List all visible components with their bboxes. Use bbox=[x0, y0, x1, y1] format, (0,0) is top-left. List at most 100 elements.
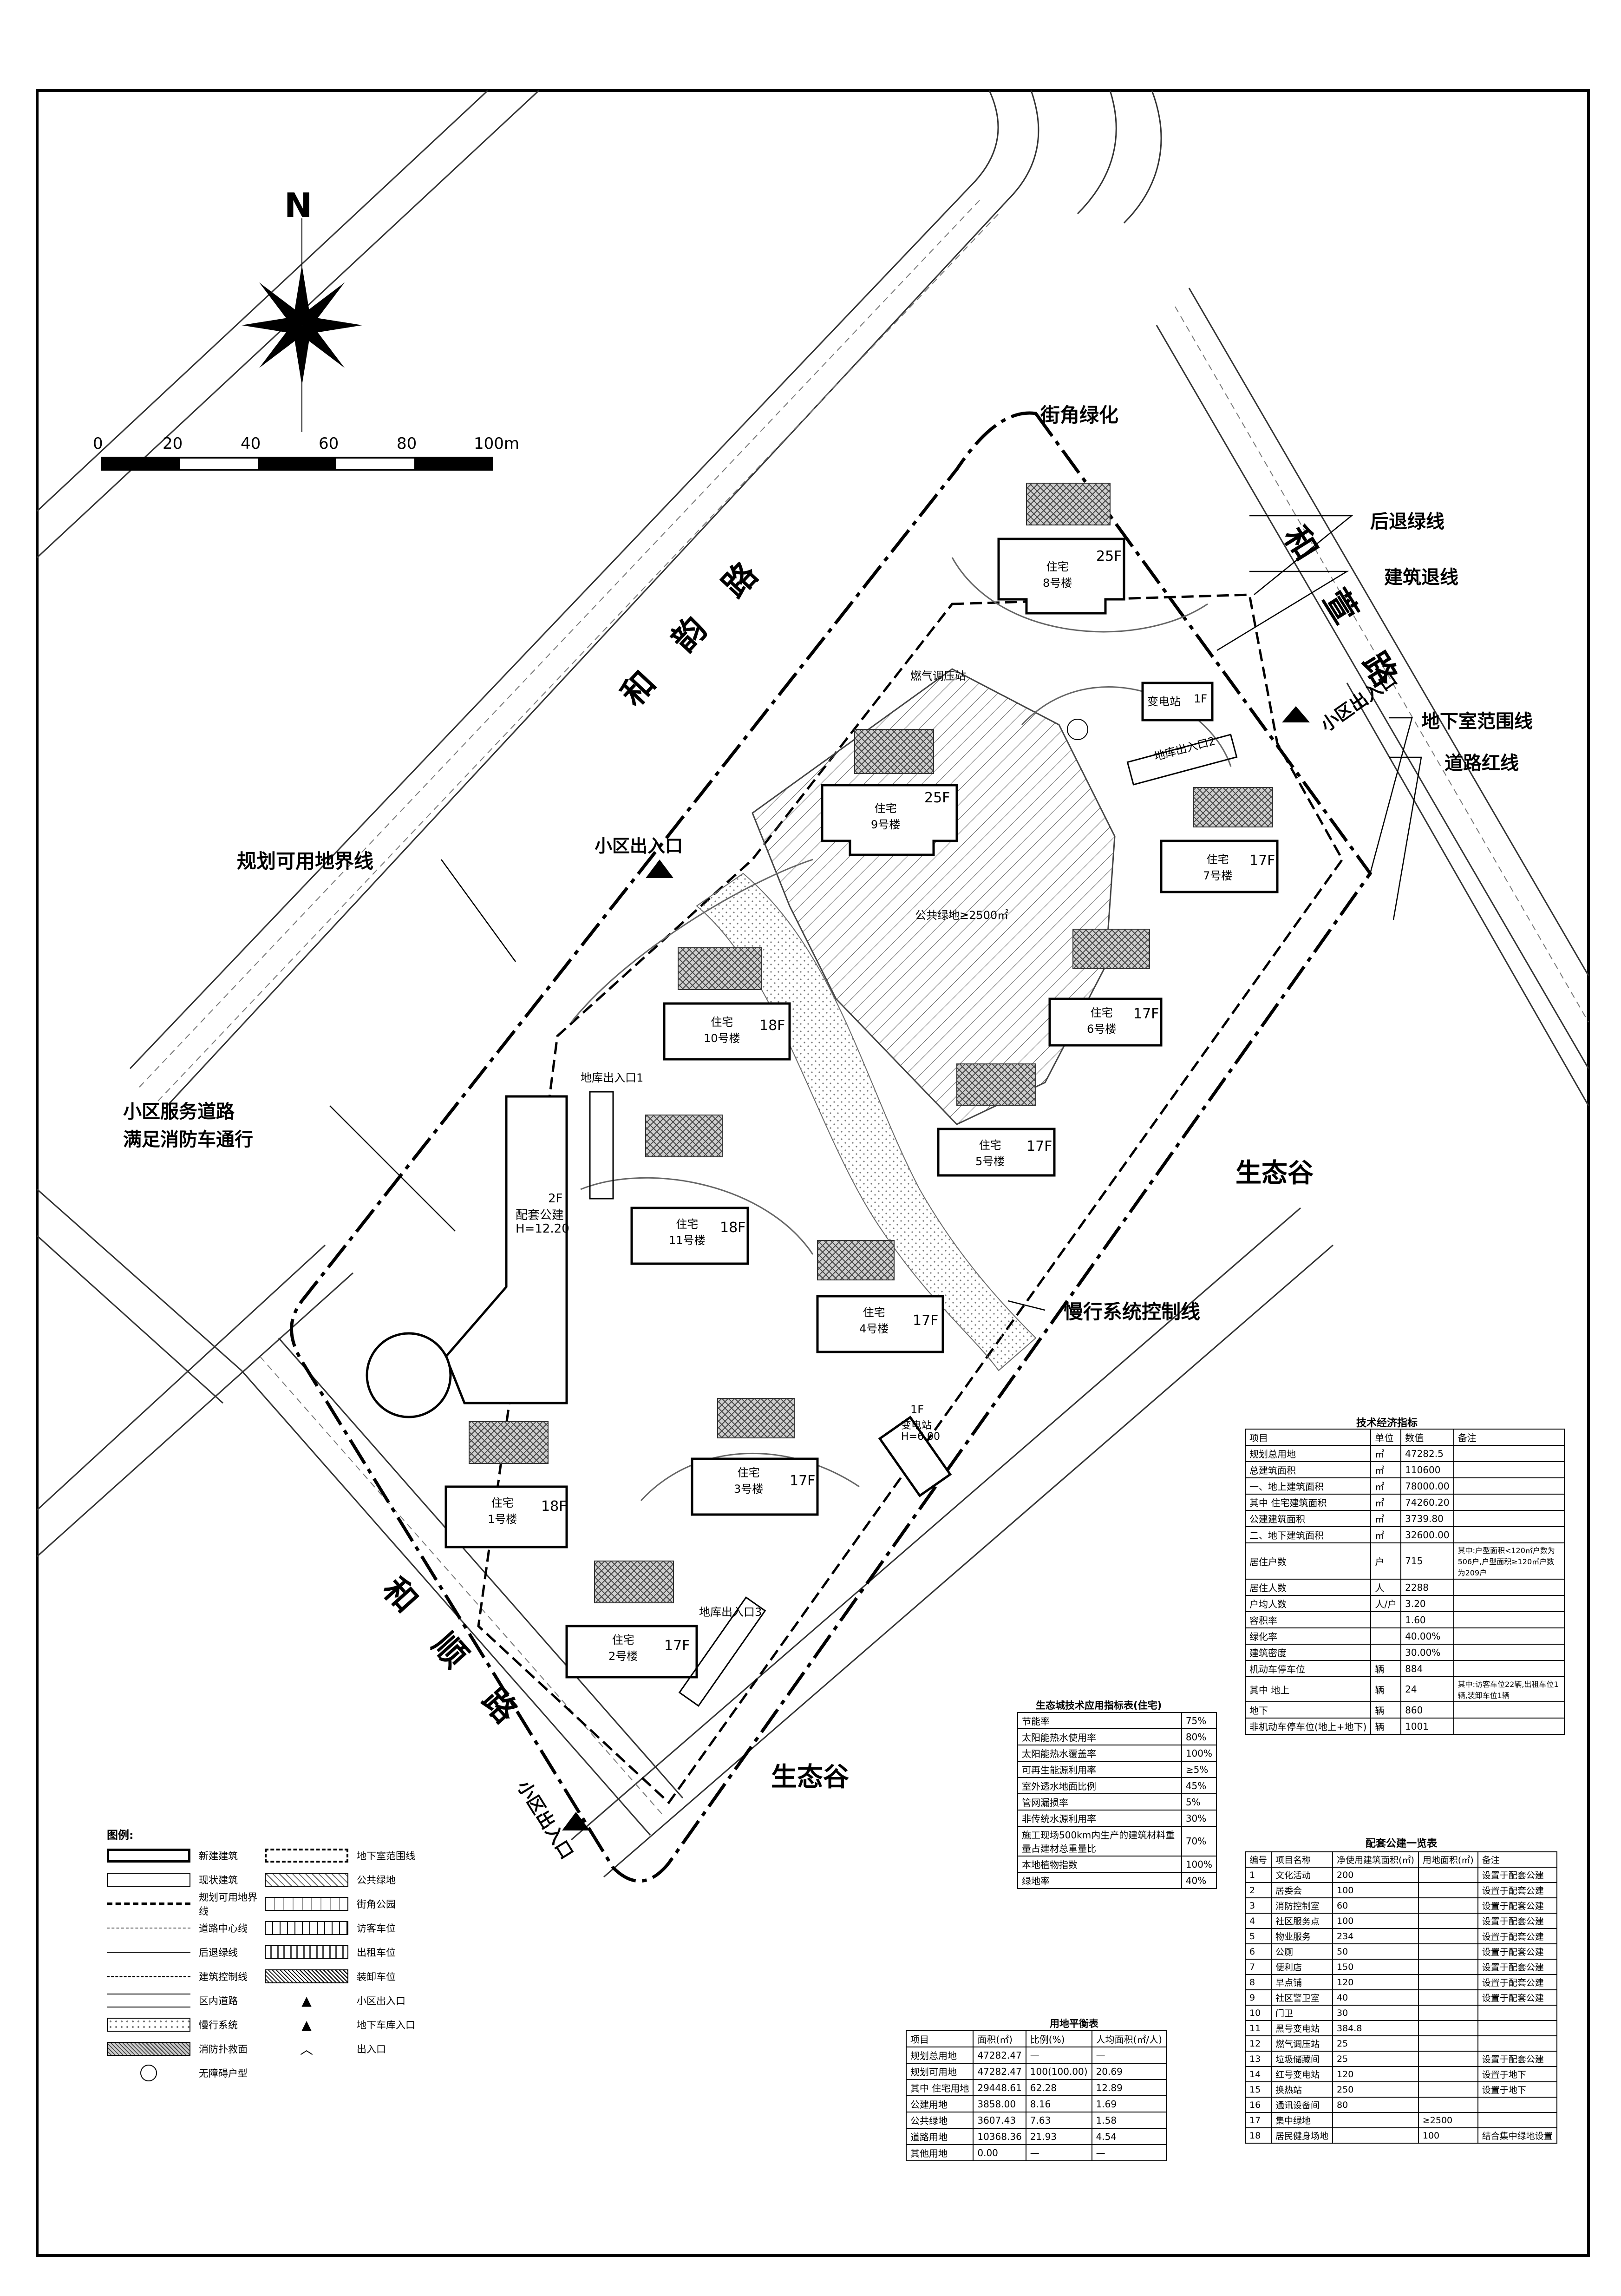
building-3-floors: 17F bbox=[790, 1473, 816, 1489]
table-cell: 15 bbox=[1244, 2081, 1272, 2098]
legend-swatch bbox=[107, 1928, 190, 1929]
table-cell: 70% bbox=[1181, 1826, 1217, 1856]
table-cell bbox=[1453, 1644, 1565, 1661]
building-6-footprint bbox=[1048, 997, 1163, 1047]
table-cell: 其中:访客车位22辆,出租车位1辆,装卸车位1辆 bbox=[1453, 1676, 1565, 1702]
legend-item: 慢行系统 bbox=[107, 2017, 265, 2033]
table-cell: 设置于配套公建 bbox=[1477, 1959, 1557, 1975]
table-cell bbox=[1477, 2020, 1557, 2036]
table-cell bbox=[1418, 1867, 1478, 1883]
table-header: 备注 bbox=[1477, 1851, 1557, 1868]
legend-swatch bbox=[265, 1897, 348, 1911]
table-cell bbox=[1418, 2020, 1478, 2036]
table-cell: 非传统水源利用率 bbox=[1017, 1810, 1182, 1827]
legend-swatch bbox=[107, 2042, 190, 2056]
table-cell: 12 bbox=[1244, 2035, 1272, 2052]
table-cell: 社区服务点 bbox=[1271, 1913, 1333, 1929]
table-cell: 室外透水地面比例 bbox=[1017, 1777, 1182, 1794]
legend-item: 无障碍户型 bbox=[107, 2065, 265, 2081]
building-4-footprint bbox=[816, 1295, 944, 1353]
building-name: 5号楼 bbox=[975, 1155, 1005, 1168]
table-cell bbox=[1418, 1897, 1478, 1914]
building-11-floors: 18F bbox=[720, 1220, 746, 1236]
legend-label: 地下室范围线 bbox=[357, 1850, 415, 1862]
legend-item: 新建建筑 bbox=[107, 1848, 265, 1863]
basement-range bbox=[477, 593, 1344, 1804]
table-cell: 80 bbox=[1332, 2097, 1419, 2113]
table-cell: 25 bbox=[1332, 2051, 1419, 2067]
table-cell: 1.60 bbox=[1400, 1611, 1454, 1628]
table-cell: 3739.80 bbox=[1400, 1510, 1454, 1527]
legend-item: 后退绿线 bbox=[107, 1944, 265, 1960]
building-2-label: 住宅 2号楼 bbox=[608, 1631, 638, 1663]
drawing-frame bbox=[36, 89, 1590, 2257]
table-cell bbox=[1453, 1660, 1565, 1677]
building-type: 住宅 bbox=[863, 1306, 885, 1319]
table-cell: 10368.36 bbox=[973, 2128, 1026, 2145]
table-cell bbox=[1418, 2097, 1478, 2113]
table-cell bbox=[1418, 2051, 1478, 2067]
table-cell bbox=[1453, 1477, 1565, 1495]
legend-item: 规划可用地界线 bbox=[107, 1892, 265, 1917]
table-header: 项目名称 bbox=[1271, 1851, 1333, 1868]
table-header-row: 项目 面积(㎡) 比例(%) 人均面积(㎡/人) bbox=[905, 2030, 1167, 2047]
building-2-floors: 17F bbox=[664, 1638, 690, 1654]
legend-swatch bbox=[265, 1969, 348, 1983]
substation-label-south: 变电站 bbox=[901, 1420, 932, 1431]
table-header: 面积(㎡) bbox=[973, 2030, 1026, 2047]
legend-swatch bbox=[265, 1921, 348, 1935]
legend-label: 访客车位 bbox=[357, 1923, 396, 1934]
building-name: 11号楼 bbox=[669, 1234, 706, 1247]
table-cell: — bbox=[1091, 2047, 1167, 2064]
building-name: 9号楼 bbox=[871, 818, 901, 831]
table-cell: 设置于地下 bbox=[1477, 2081, 1557, 2098]
table-cell bbox=[1418, 1928, 1478, 1944]
table-cell: 消防控制室 bbox=[1271, 1897, 1333, 1914]
table-cell bbox=[1332, 2112, 1419, 2128]
substation-label-north-floor: 1F bbox=[1194, 692, 1208, 705]
table-cell: ㎡ bbox=[1370, 1445, 1402, 1462]
scale-tick-80: 80 bbox=[397, 434, 417, 453]
table-cell: 6 bbox=[1244, 1943, 1272, 1960]
building-11-label: 住宅 11号楼 bbox=[669, 1215, 706, 1247]
table-cell: 47282.5 bbox=[1400, 1445, 1454, 1462]
building-type: 住宅 bbox=[1206, 853, 1229, 866]
table-cell: 40.00% bbox=[1400, 1627, 1454, 1645]
table-cell: 辆 bbox=[1370, 1660, 1402, 1677]
table-cell: 辆 bbox=[1370, 1718, 1402, 1735]
table-cell: 其中 住宅用地 bbox=[905, 2079, 974, 2096]
table-cell: 规划总用地 bbox=[905, 2047, 974, 2064]
table-cell: 设置于配套公建 bbox=[1477, 2051, 1557, 2067]
table-cell: 绿地率 bbox=[1017, 1872, 1182, 1889]
eco-table-title: 生态城技术应用指标表(住宅) bbox=[1036, 1700, 1162, 1711]
table-cell: ≥2500 bbox=[1418, 2112, 1478, 2128]
table-cell: 80% bbox=[1181, 1728, 1217, 1745]
legend-swatch bbox=[107, 2018, 190, 2032]
table-cell: 户均人数 bbox=[1244, 1595, 1372, 1612]
table-header: 单位 bbox=[1370, 1429, 1402, 1446]
table-cell: 234 bbox=[1332, 1928, 1419, 1944]
callout-service-road-2: 满足消防车通行 bbox=[123, 1129, 253, 1150]
building-8-floors: 25F bbox=[1096, 548, 1122, 564]
garage-entrance-1: 地库出入口1 bbox=[581, 1071, 644, 1084]
table-cell bbox=[1418, 2035, 1478, 2052]
table-header: 编号 bbox=[1244, 1851, 1272, 1868]
buildings bbox=[366, 538, 1279, 1679]
building-type: 住宅 bbox=[979, 1139, 1001, 1152]
table-cell: 设置于配套公建 bbox=[1477, 1928, 1557, 1944]
